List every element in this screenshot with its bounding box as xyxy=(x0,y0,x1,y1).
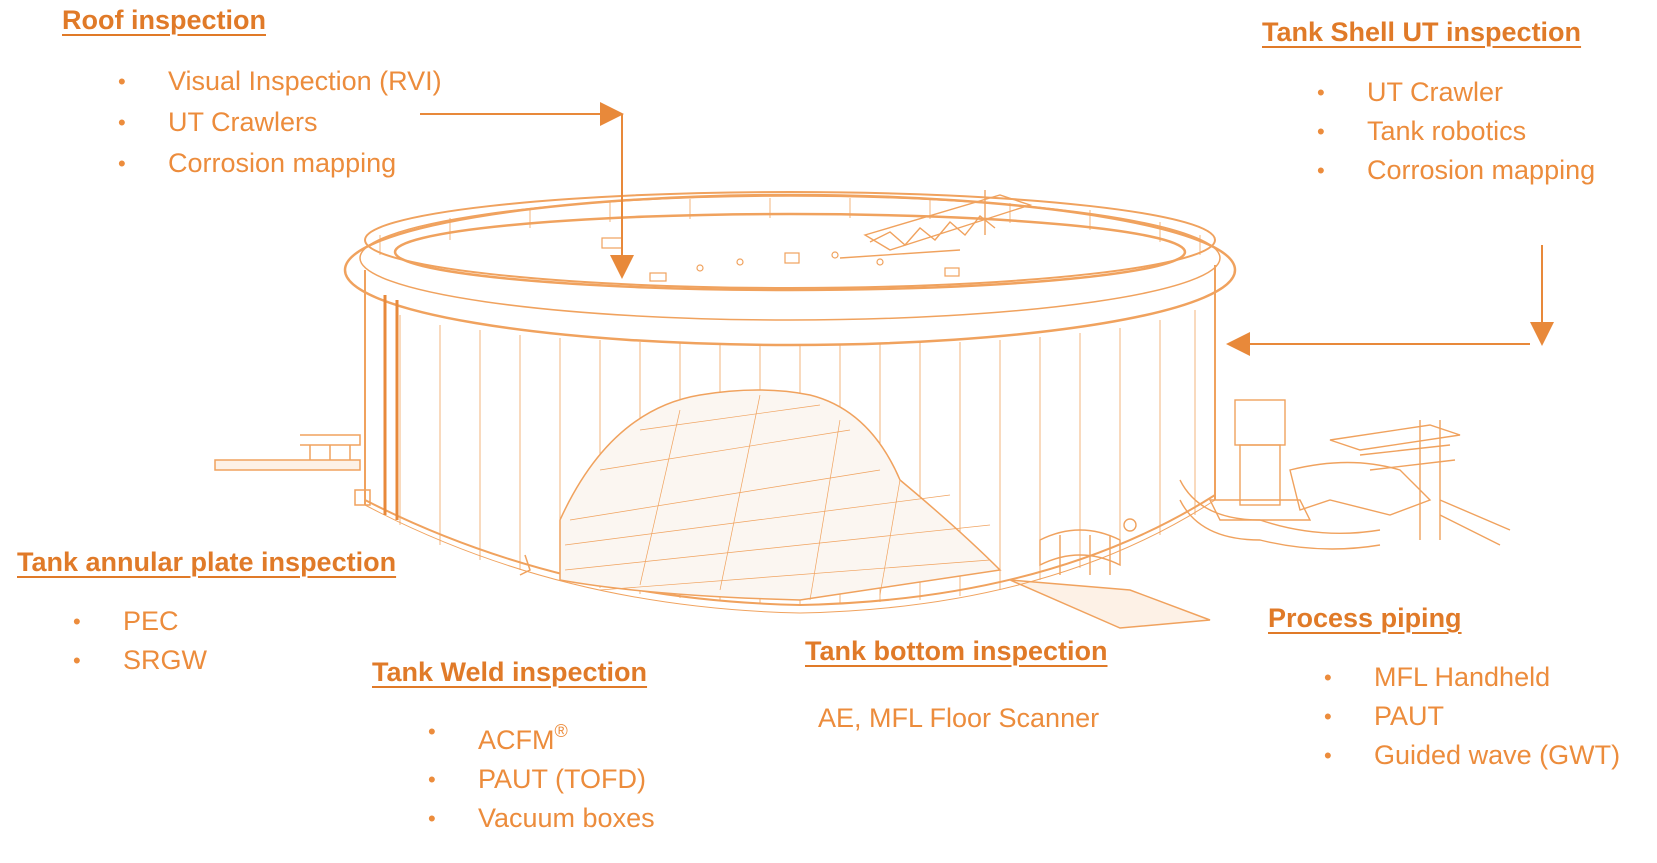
list-item: •UT Crawlers xyxy=(118,103,442,142)
list-item: •PAUT xyxy=(1324,697,1620,736)
bullet-icon: • xyxy=(1324,704,1332,729)
bullet-icon: • xyxy=(428,767,436,792)
shell-inspection-heading: Tank Shell UT inspection xyxy=(1262,17,1582,47)
piping-heading: Process piping xyxy=(1268,603,1462,633)
roof-inspection-list: •Visual Inspection (RVI) •UT Crawlers •C… xyxy=(118,62,442,183)
roof-inspection-heading: Roof inspection xyxy=(62,5,266,35)
bottom-inspection-section: Tank bottom inspection xyxy=(805,636,1108,667)
bullet-icon: • xyxy=(73,609,81,634)
roof-inspection-section: Roof inspection •Visual Inspection (RVI)… xyxy=(62,5,442,183)
bullet-icon: • xyxy=(118,110,126,135)
annular-inspection-heading: Tank annular plate inspection xyxy=(17,547,397,577)
list-item: •UT Crawler xyxy=(1317,73,1595,112)
bullet-icon: • xyxy=(1324,665,1332,690)
list-item: •Guided wave (GWT) xyxy=(1324,736,1620,775)
bullet-icon: • xyxy=(1324,743,1332,768)
bullet-icon: • xyxy=(428,719,436,744)
bullet-icon: • xyxy=(118,69,126,94)
shell-inspection-section: Tank Shell UT inspection •UT Crawler •Ta… xyxy=(1262,17,1595,190)
weld-inspection-section: Tank Weld inspection •ACFM® •PAUT (TOFD)… xyxy=(372,657,655,838)
bullet-icon: • xyxy=(428,806,436,831)
list-item: •PAUT (TOFD) xyxy=(428,760,655,799)
bottom-inspection-heading: Tank bottom inspection xyxy=(805,636,1108,666)
list-item: •SRGW xyxy=(73,641,396,680)
shell-inspection-list: •UT Crawler •Tank robotics •Corrosion ma… xyxy=(1317,73,1595,190)
weld-inspection-list: •ACFM® •PAUT (TOFD) •Vacuum boxes xyxy=(428,712,655,838)
annular-inspection-list: •PEC •SRGW xyxy=(73,602,396,680)
piping-list: •MFL Handheld •PAUT •Guided wave (GWT) xyxy=(1324,658,1620,775)
list-item: •Visual Inspection (RVI) xyxy=(118,62,442,101)
bottom-inspection-text: AE, MFL Floor Scanner xyxy=(818,703,1100,733)
list-item: •PEC xyxy=(73,602,396,641)
bullet-icon: • xyxy=(1317,80,1325,105)
bullet-icon: • xyxy=(73,648,81,673)
list-item: •Tank robotics xyxy=(1317,112,1595,151)
list-item: •Vacuum boxes xyxy=(428,799,655,838)
weld-inspection-heading: Tank Weld inspection xyxy=(372,657,648,687)
registered-mark: ® xyxy=(554,721,568,741)
list-item: •Corrosion mapping xyxy=(118,144,442,183)
list-item: •MFL Handheld xyxy=(1324,658,1620,697)
bullet-icon: • xyxy=(118,151,126,176)
bullet-icon: • xyxy=(1317,158,1325,183)
bullet-icon: • xyxy=(1317,119,1325,144)
list-item: •Corrosion mapping xyxy=(1317,151,1595,190)
annular-inspection-section: Tank annular plate inspection •PEC •SRGW xyxy=(17,547,396,680)
piping-section: Process piping •MFL Handheld •PAUT •Guid… xyxy=(1268,603,1620,775)
list-item: •ACFM® xyxy=(428,712,655,760)
